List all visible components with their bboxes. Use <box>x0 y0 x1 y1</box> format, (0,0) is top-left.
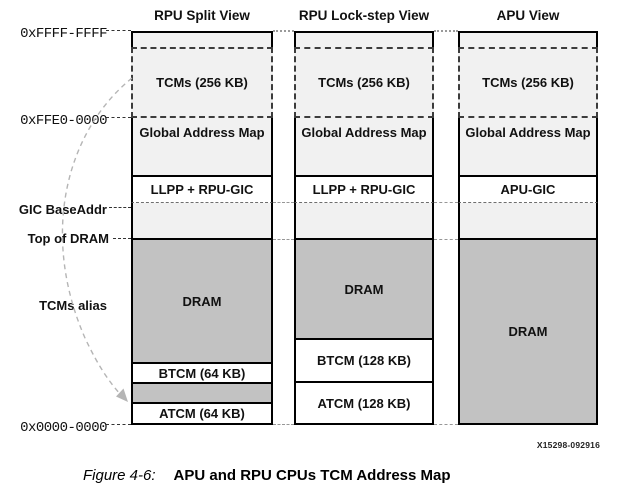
connector-bottom-1-2 <box>273 424 294 425</box>
connector-top-1-2 <box>273 30 294 32</box>
tcms-region: TCMs (256 KB) <box>458 47 598 118</box>
leader-line-gic-baseaddr <box>109 207 131 208</box>
memory-column-rpu-split: TCMs (256 KB) Global Address Map LLPP + … <box>131 31 273 425</box>
connector-bottom-2-3 <box>434 424 458 425</box>
tcms-region: TCMs (256 KB) <box>294 47 434 118</box>
llpp-rpu-gic-region: LLPP + RPU-GIC <box>131 177 273 203</box>
global-address-map-region: Global Address Map <box>458 118 598 177</box>
connector-gic-2-3 <box>434 202 458 203</box>
column-header-rpu-split: RPU Split View <box>154 8 250 23</box>
address-gap-region <box>294 203 434 240</box>
address-label-0000-0000: 0x0000-0000 <box>20 420 107 436</box>
watermark-id: X15298-092916 <box>536 440 600 450</box>
connector-topdram-2-3 <box>434 239 458 240</box>
column-header-rpu-lockstep: RPU Lock-step View <box>298 8 430 23</box>
memory-column-rpu-lockstep: TCMs (256 KB) Global Address Map LLPP + … <box>294 31 434 425</box>
column-header-apu: APU View <box>496 8 560 23</box>
top-gap-region <box>458 31 598 47</box>
top-gap-region <box>294 31 434 47</box>
address-gap-region <box>458 203 598 240</box>
tcms-region: TCMs (256 KB) <box>131 47 273 118</box>
figure-caption-title: APU and RPU CPUs TCM Address Map <box>173 467 451 484</box>
atcm-region: ATCM (64 KB) <box>131 404 273 425</box>
top-gap-region <box>131 31 273 47</box>
top-of-dram-label: Top of DRAM <box>27 231 109 246</box>
btcm-region: BTCM (128 KB) <box>294 340 434 383</box>
connector-topdram-1-2 <box>273 239 294 240</box>
leader-line-top-of-dram <box>113 238 131 239</box>
llpp-rpu-gic-region: LLPP + RPU-GIC <box>294 177 434 203</box>
global-address-map-region: Global Address Map <box>294 118 434 177</box>
address-label-ffe0-0000: 0xFFE0-0000 <box>20 113 107 129</box>
tcms-alias-arrowhead <box>116 388 128 402</box>
tcms-alias-label: TCMs alias <box>39 298 107 313</box>
dram-region: DRAM <box>131 240 273 364</box>
address-gap-region <box>131 203 273 240</box>
figure-caption-label: Figure 4-6: <box>83 467 156 484</box>
apu-gic-region: APU-GIC <box>458 177 598 203</box>
memory-column-apu: TCMs (256 KB) Global Address Map APU-GIC… <box>458 31 598 425</box>
global-address-map-region: Global Address Map <box>131 118 273 177</box>
figure-caption: Figure 4-6: APU and RPU CPUs TCM Address… <box>83 467 451 484</box>
connector-gic-1-2 <box>273 202 294 203</box>
connector-top-2-3 <box>434 30 458 32</box>
leader-line-ffff-ffff <box>106 30 131 31</box>
leader-line-0000-0000 <box>106 424 131 425</box>
gic-baseaddr-label: GIC BaseAddr <box>18 202 107 217</box>
leader-line-ffe0-0000 <box>106 117 131 118</box>
dram-region: DRAM <box>458 240 598 425</box>
tcm-gap-region <box>131 384 273 404</box>
address-label-ffff-ffff: 0xFFFF-FFFF <box>20 26 107 42</box>
atcm-region: ATCM (128 KB) <box>294 383 434 425</box>
dram-region: DRAM <box>294 240 434 340</box>
btcm-region: BTCM (64 KB) <box>131 364 273 384</box>
